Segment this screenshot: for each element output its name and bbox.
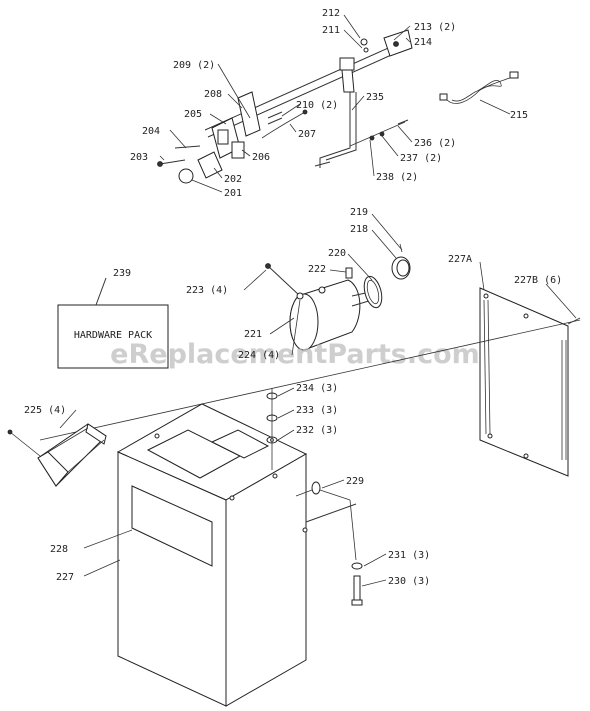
arm-assembly — [157, 29, 413, 184]
label-218: 218 — [350, 224, 368, 235]
label-215: 215 — [510, 110, 528, 121]
back-panel — [479, 287, 581, 477]
label-231: 231 (3) — [388, 550, 430, 561]
hardware-pack: HARDWARE PACK — [57, 277, 169, 369]
bottom-bolt — [305, 489, 363, 606]
label-207: 207 — [298, 129, 316, 140]
label-222: 222 — [308, 264, 326, 275]
label-220: 220 — [328, 248, 346, 259]
label-232: 232 (3) — [296, 425, 338, 436]
power-cord — [439, 71, 519, 104]
label-227A: 227A — [448, 254, 472, 265]
leader-lines — [59, 14, 577, 587]
hardware-pack-label: HARDWARE PACK — [74, 330, 152, 341]
label-228: 228 — [50, 544, 68, 555]
label-205: 205 — [184, 109, 202, 120]
label-235: 235 — [366, 92, 384, 103]
label-213: 213 (2) — [414, 22, 456, 33]
cabinet — [116, 403, 321, 707]
label-230: 230 (3) — [388, 576, 430, 587]
label-208: 208 — [204, 89, 222, 100]
watermark: eReplacementParts.com — [110, 339, 480, 370]
label-214: 214 — [414, 37, 432, 48]
label-203: 203 — [130, 152, 148, 163]
label-201: 201 — [224, 188, 242, 199]
label-224: 224 (4) — [238, 350, 280, 361]
label-202: 202 — [224, 174, 242, 185]
dust-funnel — [7, 423, 107, 487]
motor-assembly — [265, 243, 411, 351]
label-229: 229 — [346, 476, 364, 487]
label-204: 204 — [142, 126, 160, 137]
label-223: 223 (4) — [186, 285, 228, 296]
label-221: 221 — [244, 329, 262, 340]
label-211: 211 — [322, 25, 340, 36]
label-209: 209 (2) — [173, 60, 215, 71]
part-labels: 212 211 213 (2) 214 209 (2) 208 205 210 … — [24, 8, 562, 587]
label-206: 206 — [252, 152, 270, 163]
label-225: 225 (4) — [24, 405, 66, 416]
label-237: 237 (2) — [400, 153, 442, 164]
label-234: 234 (3) — [296, 383, 338, 394]
label-238: 238 (2) — [376, 172, 418, 183]
label-227: 227 — [56, 572, 74, 583]
label-239: 239 — [113, 268, 131, 279]
label-227B: 227B (6) — [514, 275, 562, 286]
label-236: 236 (2) — [414, 138, 456, 149]
label-212: 212 — [322, 8, 340, 19]
label-210: 210 (2) — [296, 100, 338, 111]
label-219: 219 — [350, 207, 368, 218]
label-233: 233 (3) — [296, 405, 338, 416]
top-fasteners — [266, 388, 278, 470]
